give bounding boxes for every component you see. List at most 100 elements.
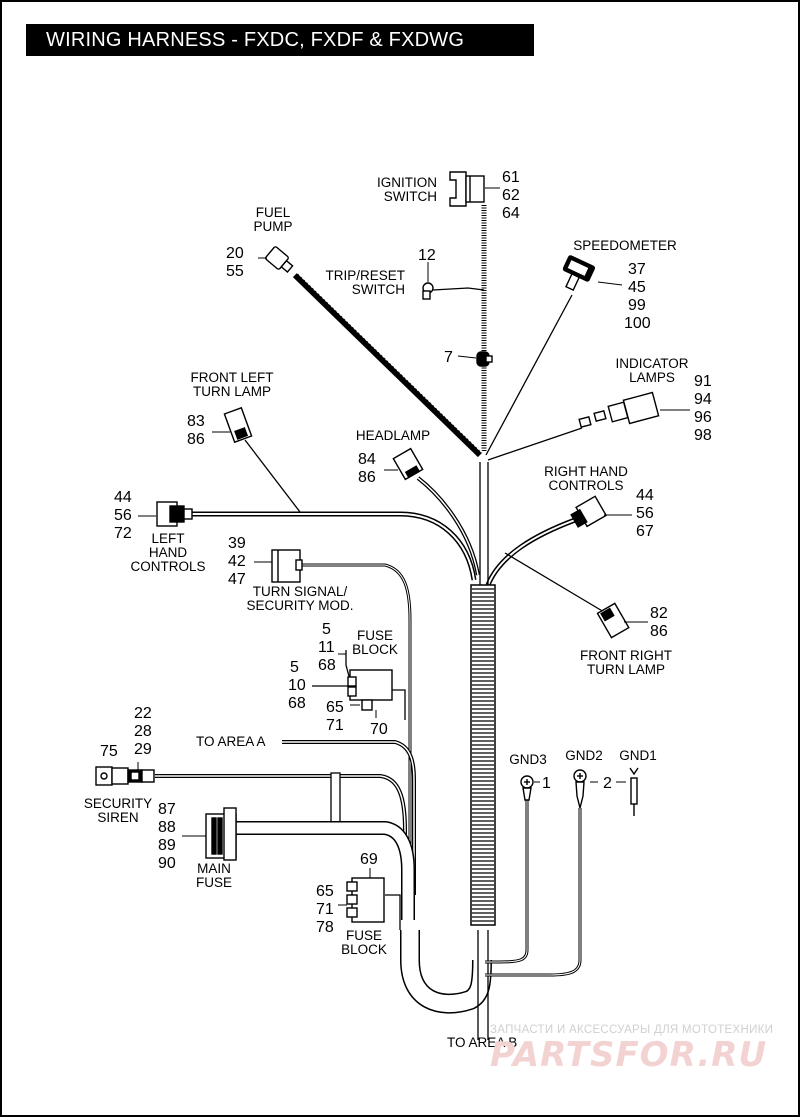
ignition-switch-label: IGNITION (377, 175, 437, 190)
ref-number: 5 (290, 659, 299, 676)
ref-number: 83 (187, 413, 205, 430)
gnd-label: GND2 (565, 748, 603, 763)
gnd1-terminal (629, 767, 639, 816)
ref-number: 94 (694, 391, 712, 408)
ref-number: 55 (226, 263, 244, 280)
clip-7 (476, 351, 493, 367)
to-area-b-label: TO AREA B (447, 1035, 517, 1050)
fuse-block-label: FUSE (357, 628, 393, 643)
speedometer-connector (562, 255, 596, 291)
ref-number: 65 (316, 883, 334, 900)
ref-number: 89 (158, 837, 176, 854)
fuse-block-label: BLOCK (341, 942, 387, 957)
gnd3-terminal (520, 775, 534, 801)
main-fuse-connector (205, 807, 237, 861)
turn-signal-module-label: SECURITY MOD. (246, 598, 353, 613)
indicator-lamps-label: LAMPS (629, 370, 675, 385)
front-left-turn-label: TURN LAMP (193, 384, 271, 399)
ref-number: 87 (158, 801, 176, 818)
wires (155, 205, 605, 1040)
trip-reset-label: SWITCH (352, 282, 405, 297)
right-hand-wire (485, 517, 576, 586)
ref-number: 67 (636, 523, 654, 540)
ignition-switch-connector (449, 171, 485, 207)
ref-number: 96 (694, 409, 712, 426)
ignition-switch-label: SWITCH (384, 189, 437, 204)
ref-number: 56 (636, 505, 654, 522)
fuel-pump-label: FUEL (256, 205, 291, 220)
fuse-block-label: BLOCK (352, 642, 398, 657)
ref-number: 72 (114, 525, 132, 542)
front-left-turn-lamp (223, 406, 253, 444)
ref-number: 82 (650, 605, 668, 622)
trip-reset-wire (432, 287, 485, 291)
labels: IGNITION SWITCH 61 62 64 FUEL PUMP 20 55… (84, 169, 773, 1075)
ref-number: 86 (187, 431, 205, 448)
ref-number: 65 (326, 699, 344, 716)
ref-number: 69 (360, 851, 378, 868)
ref-number: 37 (628, 261, 646, 278)
turn-signal-module (271, 549, 303, 583)
security-siren-label: SECURITY (84, 796, 152, 811)
ref-number: 47 (228, 571, 246, 588)
left-hand-controls-label: HAND (149, 545, 188, 560)
ref-number: 88 (158, 819, 176, 836)
gnd-label: GND3 (509, 752, 547, 767)
ref-number: 44 (114, 489, 132, 506)
security-siren (95, 766, 155, 786)
ref-number: 70 (370, 721, 388, 738)
watermark-caption: ЗАПЧАСТИ И АКСЕССУАРЫ ДЛЯ МОТОТЕХНИКИ (490, 1024, 773, 1036)
ref-number: 7 (444, 349, 453, 366)
security-siren-label: SIREN (97, 810, 138, 825)
main-fuse-label: FUSE (196, 875, 232, 890)
ref-number: 42 (228, 553, 246, 570)
ref-number: 10 (288, 677, 306, 694)
watermark-logo: PARTSFOR.RU (490, 1035, 767, 1075)
ref-number: 78 (316, 919, 334, 936)
ref-number: 1 (542, 775, 551, 792)
fuel-pump-label: PUMP (253, 219, 292, 234)
front-right-turn-label: TURN LAMP (587, 662, 665, 677)
page-title: WIRING HARNESS - FXDC, FXDF & FXDWG (26, 24, 534, 56)
ref-number: 5 (322, 621, 331, 638)
ref-number: 11 (318, 639, 335, 656)
ref-number: 44 (636, 487, 654, 504)
ref-number: 64 (502, 205, 520, 222)
headlamp-connector (392, 447, 424, 481)
front-left-turn-wire (244, 439, 301, 513)
ref-number: 20 (226, 245, 244, 262)
speedometer-label: SPEEDOMETER (573, 238, 677, 253)
right-hand-controls-label: RIGHT HAND (544, 464, 628, 479)
indicator-lamps-connector (578, 391, 660, 429)
turn-signal-module-label: TURN SIGNAL/ (253, 584, 348, 599)
leader-lines (116, 187, 690, 906)
fuse-block-lower (346, 877, 385, 923)
ref-number: 28 (134, 723, 152, 740)
ref-number: 12 (418, 247, 436, 264)
ref-number: 71 (316, 901, 334, 918)
left-hand-controls-label: CONTROLS (130, 559, 205, 574)
to-area-a-wire (282, 740, 416, 895)
front-right-turn-label: FRONT RIGHT (580, 648, 672, 663)
ref-number: 61 (502, 169, 520, 186)
ref-number: 91 (694, 373, 712, 390)
trip-reset-label: TRIP/RESET (325, 268, 405, 283)
right-hand-controls-label: CONTROLS (548, 478, 623, 493)
gnd2-terminal (573, 769, 587, 809)
ref-number: 75 (100, 743, 118, 760)
ref-number: 29 (134, 741, 152, 758)
fuse-block-upper (347, 669, 393, 711)
front-right-turn-wire (504, 552, 605, 613)
fuel-pump-connector (265, 246, 294, 273)
indicator-lamps-wire (487, 427, 583, 461)
ref-number: 84 (358, 451, 376, 468)
ref-number: 90 (158, 855, 176, 872)
fuse-block-label: FUSE (346, 928, 382, 943)
to-area-a-label: TO AREA A (196, 734, 266, 749)
ref-number: 86 (358, 469, 376, 486)
front-right-turn-lamp (596, 602, 630, 639)
main-loom (470, 584, 496, 926)
